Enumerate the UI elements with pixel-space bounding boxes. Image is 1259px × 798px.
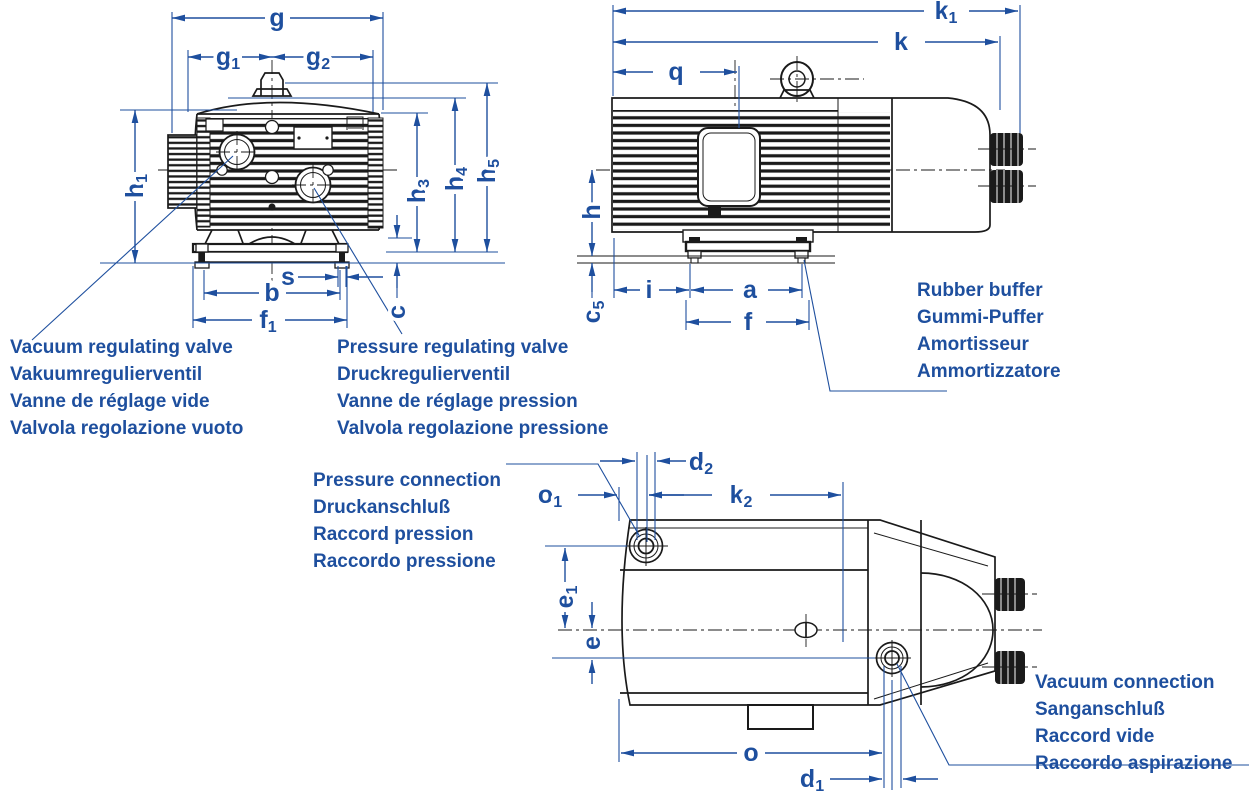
side-view-dimensions [588,5,1021,330]
callout-line: Valvola regolazione vuoto [10,418,244,439]
callout-pressure-connection: Pressure connection Druckanschluß Raccor… [313,467,501,575]
drain-screw [794,614,818,647]
dim-label-h4: h4 [441,167,471,191]
dim-label-h5: h5 [473,159,503,183]
side-view [577,56,1036,392]
callout-rubber-buffer: Rubber buffer Gummi-Puffer Amortisseur A… [917,277,1061,385]
callout-vacuum-regulating-valve: Vacuum regulating valve Vakuumregulierve… [10,334,243,442]
dim-label-k2: k2 [730,481,753,511]
dim-label-f: f [744,308,753,336]
dim-label-i: i [646,276,653,304]
callout-line: Sanganschluß [1035,699,1165,720]
dim-label-h: h [578,204,606,219]
vacuum-connection-leader [896,663,1249,766]
dim-label-d2: d2 [689,448,713,478]
dim-label-o: o [743,739,758,767]
bottom-view-dimensions [545,452,938,790]
side-base-foot [577,229,835,264]
cable-connectors-bottom [982,578,1037,684]
dim-label-f1: f1 [259,306,276,336]
dim-label-c: c [383,305,411,319]
top-valve-knob [260,72,284,96]
motor-end-arc [920,572,994,688]
nameplate-front [293,126,333,150]
rubber-buffer-part [794,250,809,259]
callout-line: Pressure connection [313,470,501,491]
callout-line: Vacuum regulating valve [10,337,233,358]
callout-line: Druckregulierventil [337,364,511,385]
dim-label-g2: g2 [306,43,330,73]
pressure-connection-port [627,527,668,566]
dim-label-h1: h1 [121,174,151,198]
callout-line: Gummi-Puffer [917,307,1044,328]
pressure-valve-leader [313,187,403,335]
callout-line: Raccordo aspirazione [1035,753,1233,774]
vacuum-connection-port [874,640,911,677]
dim-label-g: g [269,4,284,32]
pressure-connection-leader [506,463,641,538]
callout-pressure-regulating-valve: Pressure regulating valve Druckregulierv… [337,334,608,442]
cable-connectors-side [978,133,1036,203]
nameplate-side [697,127,761,207]
dim-label-c5: c5 [578,301,608,324]
callout-line: Pressure regulating valve [337,337,569,358]
dim-label-o1: o1 [538,481,562,511]
front-rubber-buffers [194,243,350,269]
eyebolt-icon [770,56,864,104]
callout-line: Vacuum connection [1035,672,1215,693]
vacuum-valve-leader [31,155,234,341]
dim-label-h3: h3 [403,179,433,203]
front-view-dimensions [100,12,505,328]
bottom-tab [747,704,814,730]
callout-line: Raccord vide [1035,726,1155,747]
dim-label-g1: g1 [216,43,240,73]
dim-label-a: a [743,276,758,304]
front-base-plate [191,242,349,254]
callout-line: Druckanschluß [313,497,451,518]
callout-line: Valvola regolazione pressione [337,418,609,439]
dim-label-e1: e1 [551,586,581,609]
dim-label-k1: k1 [935,0,958,27]
dim-label-s: s [281,263,295,291]
callout-line: Rubber buffer [917,280,1043,301]
front-view [31,60,403,341]
rubber-buffer-part [687,250,702,259]
callout-vacuum-connection: Vacuum connection Sanganschluß Raccord v… [1035,669,1232,777]
dim-label-q: q [668,58,683,86]
bottom-view [506,463,1249,766]
dim-label-b: b [264,279,279,307]
callout-line: Vakuumregulierventil [10,364,203,385]
callout-line: Raccordo pressione [313,551,496,572]
rubber-buffer-leader [803,259,947,392]
callout-line: Ammortizzatore [917,361,1061,382]
dim-label-d1: d1 [800,765,824,795]
dim-label-k: k [894,28,908,56]
callout-line: Vanne de réglage vide [10,391,210,412]
motor-flange [167,134,198,209]
callout-line: Raccord pression [313,524,474,545]
dim-label-e: e [578,636,606,650]
callout-line: Vanne de réglage pression [337,391,578,412]
callout-line: Amortisseur [917,334,1029,355]
